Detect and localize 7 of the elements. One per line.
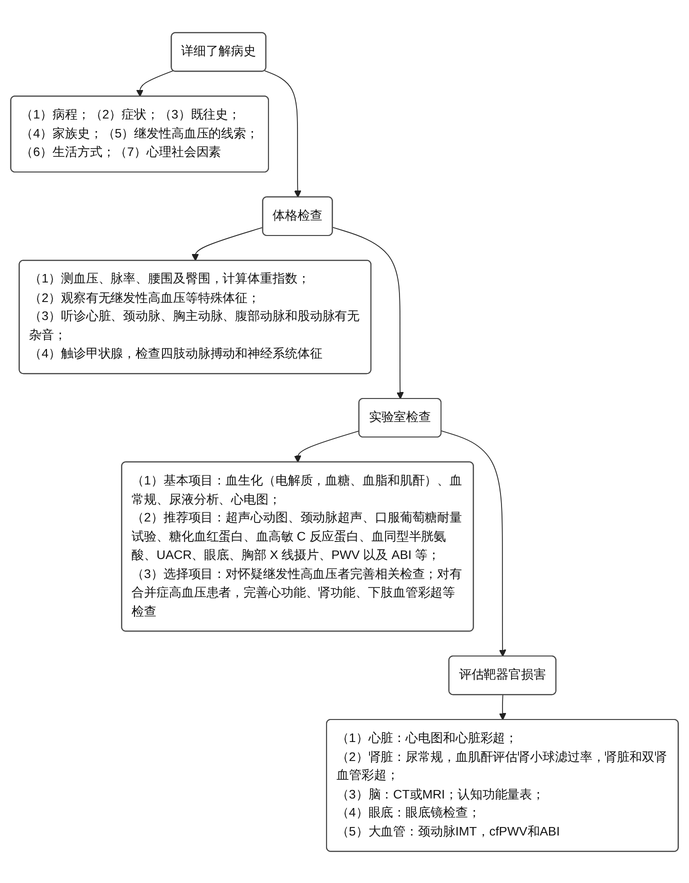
arrow xyxy=(441,430,506,656)
arrow xyxy=(332,226,404,399)
arrow xyxy=(136,70,174,96)
arrow xyxy=(264,70,302,198)
arrow xyxy=(498,694,506,720)
arrow xyxy=(192,226,264,261)
arrow xyxy=(294,430,360,462)
